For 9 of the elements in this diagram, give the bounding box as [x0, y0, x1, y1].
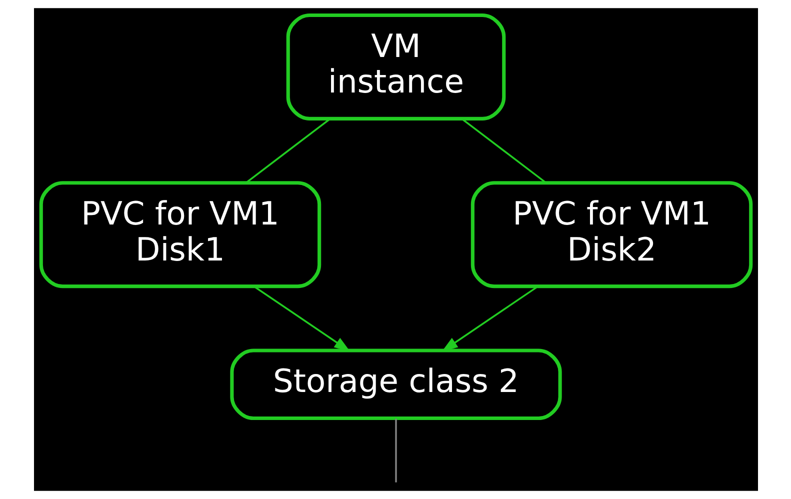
node-box: Storage class 2 [230, 348, 562, 420]
node-box: PVC for VM1 Disk2 [470, 181, 752, 288]
arrow [441, 286, 538, 352]
connector [394, 418, 396, 482]
node-box: PVC for VM1 Disk1 [38, 181, 321, 288]
connector [460, 118, 546, 184]
node-box: VM instance [286, 13, 506, 120]
connector [245, 118, 330, 184]
arrow [253, 286, 350, 352]
